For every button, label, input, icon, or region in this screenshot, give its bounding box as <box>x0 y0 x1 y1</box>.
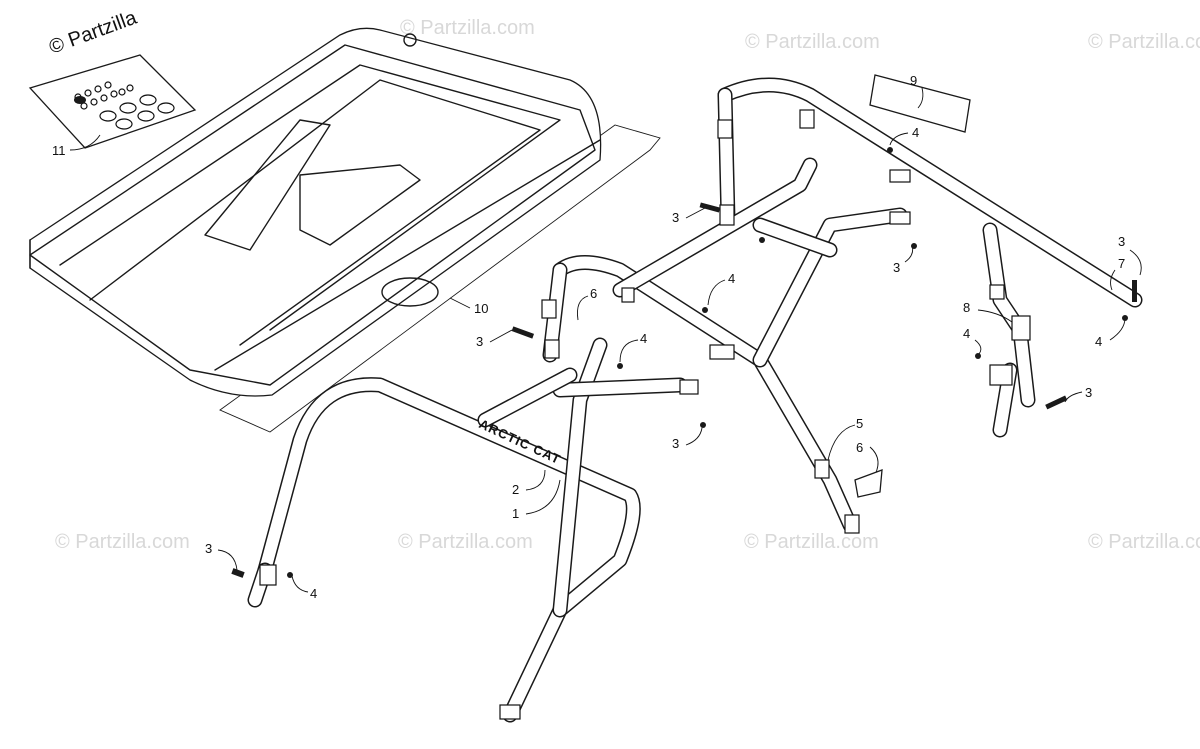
watermark: © Partzilla.com <box>745 31 880 53</box>
hardware-kit <box>28 54 197 149</box>
callout-11: 11 <box>52 143 66 158</box>
callout-4-bottom-left: 4 <box>310 586 317 601</box>
callout-1: 1 <box>512 506 519 521</box>
brand-decal: ARCTIC CAT <box>477 416 564 467</box>
callout-3-upper-left: 3 <box>672 210 679 225</box>
watermarks: © Partzilla.com © Partzilla.com © Partzi… <box>55 17 1200 553</box>
decal-strip <box>869 74 971 133</box>
callout-4-right: 4 <box>1095 334 1102 349</box>
fasteners <box>231 147 1137 578</box>
roof-panel <box>29 27 661 433</box>
callout-10: 10 <box>474 301 488 316</box>
callouts: 11 10 9 4 3 3 3 7 4 6 3 4 8 4 4 3 3 <box>52 73 1142 601</box>
copyright-text: © Partzilla <box>46 6 140 58</box>
watermark: © Partzilla.com <box>1088 531 1200 553</box>
callout-6-left: 6 <box>590 286 597 301</box>
watermark: © Partzilla.com <box>744 531 879 553</box>
callout-8: 8 <box>963 300 970 315</box>
callout-6-right: 6 <box>856 440 863 455</box>
callout-3-center: 3 <box>893 260 900 275</box>
callout-5: 5 <box>856 416 863 431</box>
callout-3-far-right: 3 <box>1085 385 1092 400</box>
callout-7: 7 <box>1118 256 1125 271</box>
callout-4-center: 4 <box>728 271 735 286</box>
watermark: © Partzilla.com <box>1088 31 1200 53</box>
callout-3-mid-lower: 3 <box>672 436 679 451</box>
watermark: © Partzilla.com <box>398 531 533 553</box>
callout-4-mid: 4 <box>640 331 647 346</box>
callout-3-bottom-left: 3 <box>205 541 212 556</box>
callout-4-top: 4 <box>912 125 919 140</box>
watermark: © Partzilla.com <box>55 531 190 553</box>
clamps <box>259 109 1031 720</box>
callout-2: 2 <box>512 482 519 497</box>
watermark: © Partzilla.com <box>400 17 535 39</box>
callout-3-right: 3 <box>1118 234 1125 249</box>
callout-3-left: 3 <box>476 334 483 349</box>
callout-4-lower-right: 4 <box>963 326 970 341</box>
callout-9: 9 <box>910 73 917 88</box>
